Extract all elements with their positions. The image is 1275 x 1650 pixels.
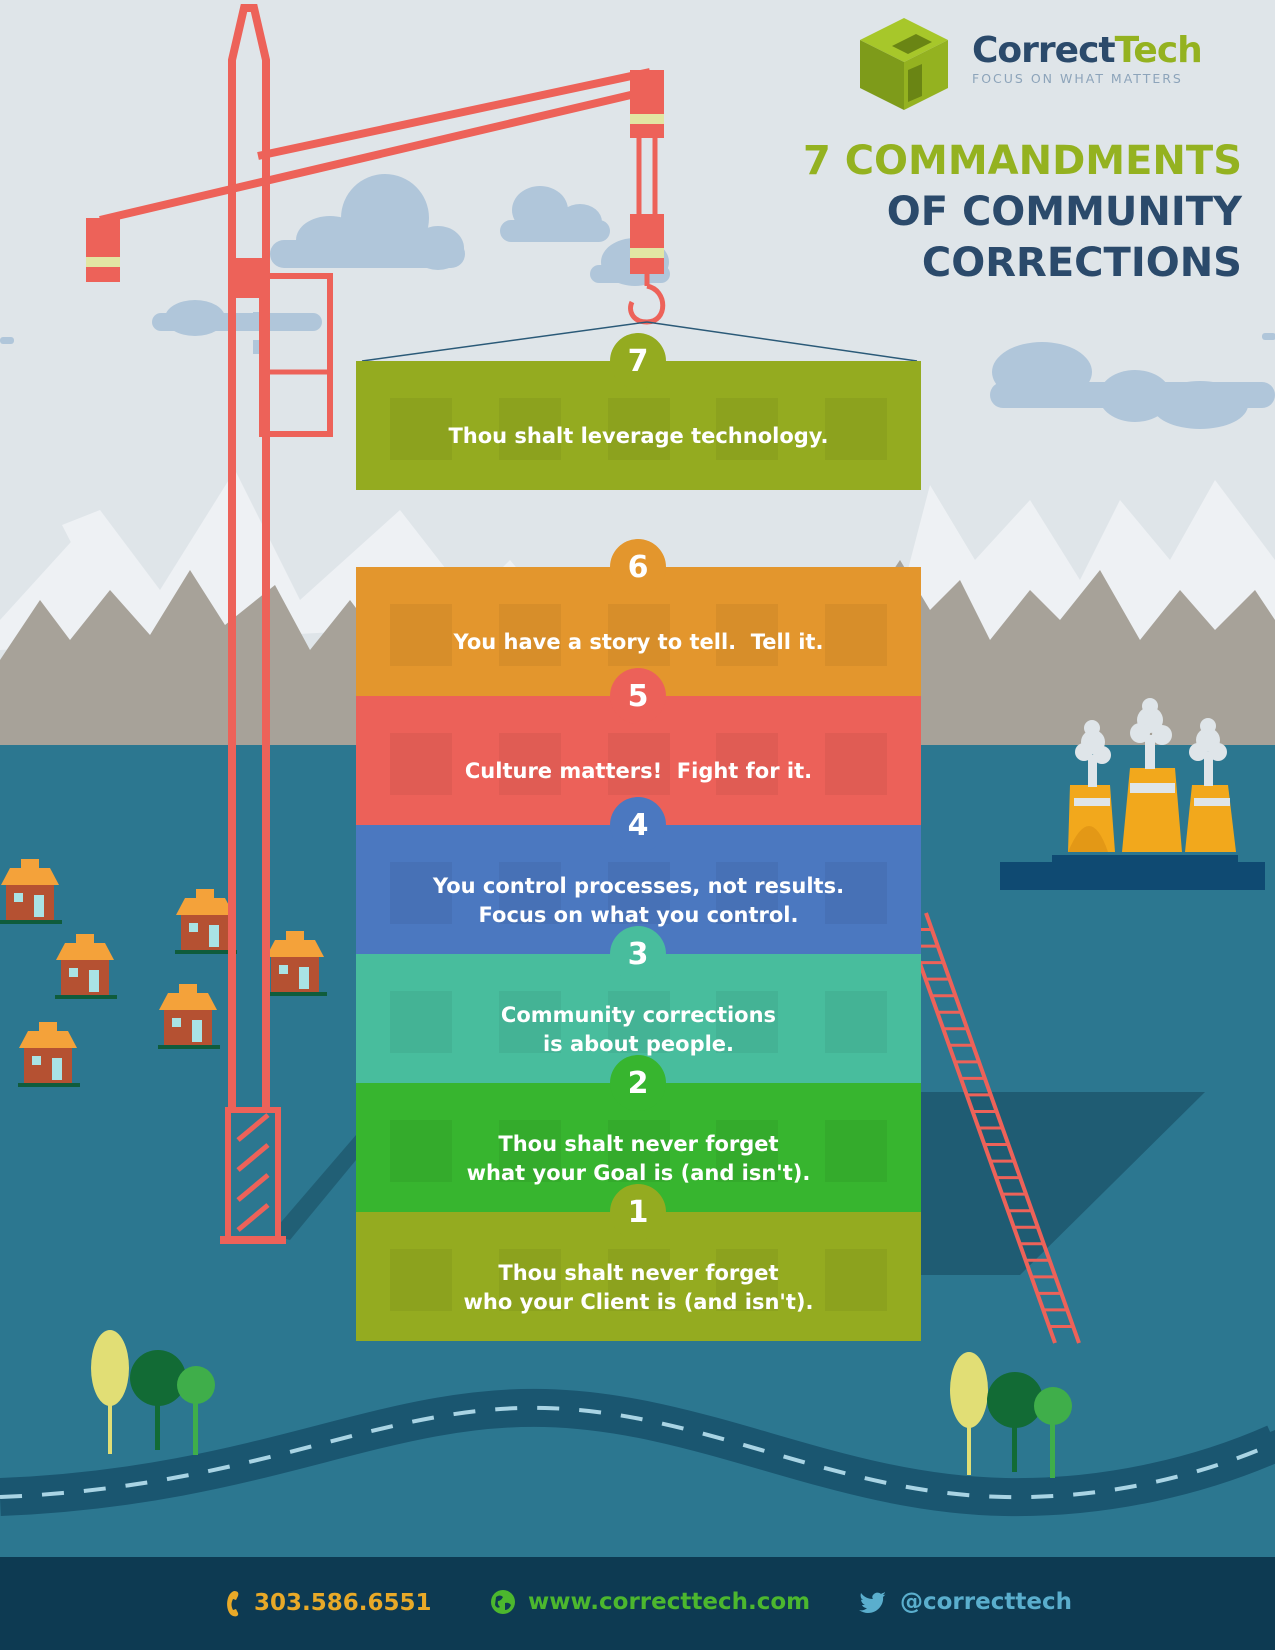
- block-pattern: [390, 991, 887, 1053]
- brand-name-tech: Tech: [1114, 30, 1203, 71]
- block-pattern: [390, 862, 887, 924]
- clouds: [0, 174, 1275, 429]
- brand-name: CorrectTech: [972, 30, 1203, 71]
- footer-twitter-text: @correcttech: [900, 1589, 1072, 1615]
- block-pattern: [390, 604, 887, 666]
- house: [175, 889, 237, 954]
- block-pattern: [390, 1249, 887, 1311]
- badge-3: 3: [610, 926, 666, 982]
- phone-icon: [227, 1591, 239, 1617]
- commandment-2-text: Thou shalt never forget what your Goal i…: [466, 1131, 811, 1185]
- badge-7: 7: [610, 333, 666, 389]
- footer-twitter[interactable]: @correcttech: [858, 1589, 1072, 1615]
- badge-4: 4: [610, 797, 666, 853]
- ladder: [900, 912, 1081, 1344]
- footer-phone-text: 303.586.6551: [254, 1590, 432, 1616]
- commandment-7-block: Thou shalt leverage technology.: [356, 361, 921, 490]
- badge-5: 5: [610, 668, 666, 724]
- trees: [91, 1330, 1072, 1478]
- brand-tagline: FOCUS ON WHAT MATTERS: [972, 71, 1183, 86]
- footer-phone[interactable]: 303.586.6551: [222, 1589, 432, 1617]
- commandment-5-block: Culture matters! Fight for it.: [356, 696, 921, 825]
- twitter-bird-icon: [859, 1592, 886, 1613]
- house: [55, 934, 117, 999]
- commandment-6-text: You have a story to tell. Tell it.: [453, 630, 824, 654]
- block-pattern: [390, 733, 887, 795]
- badge-6: 6: [610, 539, 666, 595]
- brand-cube-logo: [860, 18, 948, 110]
- footer-website-text: www.correcttech.com: [528, 1589, 811, 1615]
- brand-logo: CorrectTech FOCUS ON WHAT MATTERS: [860, 18, 1203, 110]
- house: [265, 931, 327, 996]
- title-line-1: 7 COMMANDMENTS: [802, 138, 1242, 184]
- commandment-4-text: You control processes, not results. Focu…: [432, 873, 845, 927]
- houses: [0, 859, 327, 1087]
- title-line-3: CORRECTIONS: [921, 240, 1242, 286]
- commandment-4-block: You control processes, not results. Focu…: [356, 825, 921, 954]
- badge-2: 2: [610, 1055, 666, 1111]
- footer-website[interactable]: www.correcttech.com: [490, 1589, 810, 1615]
- commandment-1-text: Thou shalt never forget who your Client …: [463, 1260, 814, 1314]
- house: [18, 1022, 80, 1087]
- house: [0, 859, 62, 924]
- page-title: 7 COMMANDMENTS OF COMMUNITY CORRECTIONS: [803, 136, 1242, 289]
- commandment-3-text: Community corrections is about people.: [500, 1002, 777, 1056]
- globe-icon: [491, 1590, 515, 1614]
- footer: 303.586.6551 www.correcttech.com @correc…: [0, 1557, 1275, 1650]
- commandment-7-text: Thou shalt leverage technology.: [448, 424, 829, 448]
- block-pattern: [390, 398, 887, 460]
- commandment-5-text: Culture matters! Fight for it.: [464, 759, 813, 783]
- house: [158, 984, 220, 1049]
- road: [0, 1388, 1275, 1560]
- block-pattern: [390, 1120, 887, 1182]
- crane: [86, 4, 918, 1244]
- title-line-2: OF COMMUNITY: [886, 189, 1242, 235]
- factory: [1000, 698, 1265, 890]
- badge-1: 1: [610, 1184, 666, 1240]
- brand-name-correct: Correct: [972, 30, 1116, 71]
